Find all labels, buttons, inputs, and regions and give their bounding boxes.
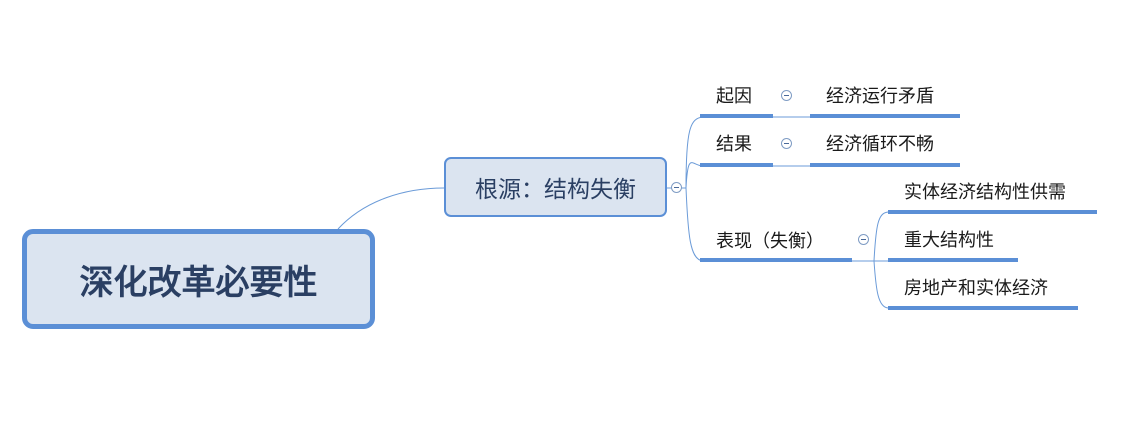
branch-manifestation-underline	[700, 258, 852, 262]
leaf-manifestation-3-label: 房地产和实体经济	[904, 278, 1048, 299]
collapse-icon[interactable]	[671, 182, 682, 193]
leaf-cause-1-label: 经济运行矛盾	[826, 86, 934, 107]
main-topic-label: 根源：结构失衡	[475, 177, 636, 203]
branch-result-label: 结果	[716, 134, 752, 155]
leaf-cause-1-underline	[810, 114, 960, 118]
leaf-manifestation-2-underline	[888, 258, 1018, 262]
collapse-icon[interactable]	[858, 234, 869, 245]
leaf-manifestation-3[interactable]: 房地产和实体经济	[904, 278, 1048, 300]
branch-manifestation-label: 表现（失衡）	[716, 231, 824, 252]
leaf-manifestation-1-underline	[888, 210, 1097, 214]
collapse-icon[interactable]	[781, 138, 792, 149]
leaf-manifestation-1[interactable]: 实体经济结构性供需	[904, 182, 1066, 204]
branch-manifestation[interactable]: 表现（失衡）	[716, 231, 824, 253]
branch-result[interactable]: 结果	[716, 134, 752, 156]
leaf-result-1-label: 经济循环不畅	[826, 134, 934, 155]
leaf-result-1[interactable]: 经济循环不畅	[826, 134, 934, 156]
manifest-links	[852, 211, 889, 309]
leaf-manifestation-1-label: 实体经济结构性供需	[904, 182, 1066, 203]
leaf-manifestation-3-underline	[888, 306, 1078, 310]
leaf-manifestation-2[interactable]: 重大结构性	[904, 230, 994, 252]
root-topic[interactable]: 深化改革必要性	[22, 229, 375, 329]
collapse-icon[interactable]	[781, 90, 792, 101]
leaf-cause-1[interactable]: 经济运行矛盾	[826, 86, 934, 108]
branch-cause-label: 起因	[716, 86, 752, 107]
root-topic-label: 深化改革必要性	[79, 262, 318, 303]
leaf-result-1-underline	[810, 163, 960, 167]
branch-cause-underline	[700, 114, 773, 118]
leaf-manifestation-2-label: 重大结构性	[904, 230, 994, 251]
main-topic-node[interactable]: 根源：结构失衡	[444, 157, 667, 217]
branch-cause[interactable]: 起因	[716, 86, 752, 108]
root-to-topic-link	[337, 187, 445, 230]
branch-result-underline	[700, 163, 773, 167]
